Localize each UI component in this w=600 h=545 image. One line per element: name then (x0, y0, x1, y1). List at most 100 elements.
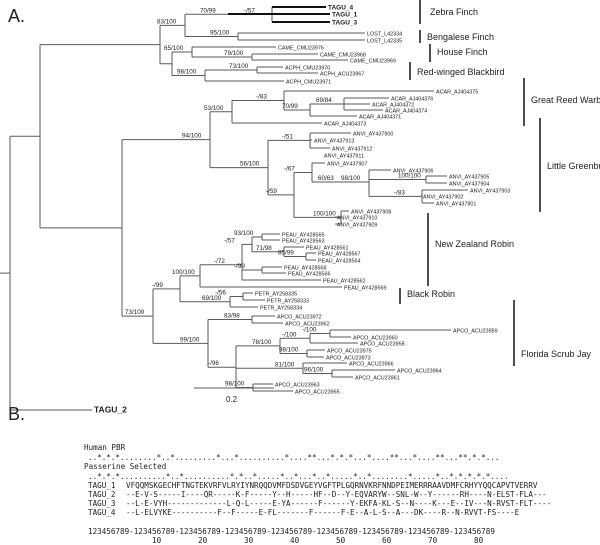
tip-label: APCO_ACU23972 (277, 315, 322, 321)
support-value: -/51 (282, 133, 293, 140)
tip-label: ANVI_AY437900 (353, 132, 393, 138)
tip-label: PEAU_AY428563 (282, 239, 324, 245)
sequence-name: TAGU_2 (88, 490, 116, 499)
support-value: 98/100 (177, 69, 197, 76)
tip-label: PETR_AY258333 (267, 299, 309, 305)
ruler-number: 40 (290, 536, 300, 545)
support-value: 94/100 (182, 133, 202, 140)
sequence-residues: --L-ELVYKE----------F--F-----E-FL-------… (126, 508, 520, 517)
tip-label: ACAR_AJ404372 (372, 103, 414, 109)
support-value: 56/100 (240, 161, 260, 168)
human-pbr-label: Human PBR (84, 443, 126, 452)
support-value: 60/63 (318, 175, 334, 182)
support-value: 83/100 (157, 18, 177, 25)
clade-name: Florida Scrub Jay (521, 349, 592, 359)
support-value: -/99 (234, 263, 245, 270)
support-value: -/59 (266, 188, 277, 195)
tip-label: APCO_ACU23960 (353, 336, 398, 342)
support-value: 100/100 (398, 173, 421, 180)
clade-name: Great Reed Warbler (531, 95, 600, 105)
support-value: 70/99 (200, 7, 216, 14)
tip-label: APCO_ACU23959 (453, 329, 498, 335)
ruler-number: 60 (382, 536, 392, 545)
tip-label: ACAR_AJ404374 (385, 109, 427, 115)
support-value: -/100 (282, 331, 297, 338)
tip-label: ANVI_AY437903 (470, 189, 510, 195)
tip-label: CAME_CMU23969 (350, 59, 396, 65)
tip-label: ANVI_AY437911 (324, 154, 364, 160)
support-value: 69/100 (202, 295, 222, 302)
clade-name: Little Greenbul (547, 161, 600, 171)
support-value: 70/99 (282, 103, 298, 110)
support-value: -/83 (256, 94, 267, 101)
support-value: -/57 (244, 8, 255, 15)
panel-a-label: A. (8, 6, 26, 26)
tip-label: ANVI_AY437909 (337, 223, 377, 229)
clade-name: Red-winged Blackbird (417, 67, 505, 77)
tip-label: PETR_AY258335 (255, 292, 297, 298)
tip-label: PEAU_AY428569 (344, 286, 386, 292)
sequence-name: TAGU_4 (88, 508, 116, 517)
support-value: 73/100 (229, 63, 249, 70)
support-value: -/99 (152, 282, 163, 289)
panel-b-label: B. (8, 404, 26, 424)
tip-label: ANVI_AY437905 (449, 175, 489, 181)
support-value: 73/100 (125, 309, 145, 316)
support-value: 69/84 (316, 97, 332, 104)
tip-label: ACPH_CMU23970 (285, 66, 330, 72)
tip-label: ANVI_AY437901 (436, 202, 476, 208)
support-value: 81/100 (275, 361, 295, 368)
tip-label: LOST_L42334 (367, 32, 402, 38)
clade-name: Black Robin (407, 289, 455, 299)
tip-label: APCO_ACU23965 (295, 390, 340, 396)
tip-label: ANVI_AY437913 (314, 139, 354, 145)
tip-label: ANVI_AY437908 (351, 210, 391, 216)
tip-label: PEAU_AY428567 (318, 252, 360, 258)
support-value: 100/100 (172, 269, 195, 276)
tip-label: PEAU_AY428568 (284, 266, 326, 272)
sequence-name: TAGU_3 (88, 499, 116, 508)
support-value: 65/100 (164, 45, 184, 52)
support-value: 78/100 (252, 339, 272, 346)
tip-label: ANVI_AY437912 (332, 147, 372, 153)
sequence-name: TAGU_1 (88, 481, 116, 490)
tip-label: TAGU_4 (328, 5, 354, 12)
support-value: 83/98 (224, 313, 240, 320)
sequence-residues: --E-V-S-----I----QR-----K-F-----Y--H----… (126, 490, 547, 499)
support-value: 99/100 (180, 336, 200, 343)
tip-label: APCO_ACU23963 (275, 383, 320, 389)
ruler-number: 70 (428, 536, 438, 545)
tip-label: ANVI_AY437910 (337, 216, 377, 222)
tip-label: ACPH_ACU23967 (320, 72, 364, 78)
passerine-selected-label: Passerine Selected (84, 462, 167, 471)
ruler-number: 50 (336, 536, 346, 545)
support-value: -/83 (394, 189, 405, 196)
ruler-number: 20 (198, 536, 208, 545)
tip-label: APCO_ACU23964 (397, 369, 442, 375)
tip-label: ANVI_AY437904 (449, 182, 489, 188)
phylogenetic-tree: -/5770/9995/10083/10079/10065/10073/1009… (0, 0, 600, 415)
tip-label: APCO_ACU23958 (360, 342, 405, 348)
tip-label: TAGU_2 (94, 405, 127, 415)
support-value: 53/100 (204, 105, 224, 112)
tip-label: PEAU_AY428565 (282, 233, 324, 239)
tip-label: PEAU_AY428566 (288, 272, 330, 278)
support-value: 98/100 (341, 175, 361, 182)
support-value: -/67 (284, 165, 295, 172)
sequence-residues: VFQQMSKGECHFTNGTEKVRFVLRYIYNRQQDVMFDSDVG… (126, 481, 538, 490)
tip-label: PEAU_AY428564 (318, 259, 360, 265)
tip-label: ACAR_AJ404373 (324, 122, 366, 128)
tip-label: ACPH_CMU23971 (286, 80, 331, 86)
ruler-number: 80 (474, 536, 484, 545)
tip-label: TAGU_1 (332, 12, 358, 19)
support-value: 98/100 (279, 347, 299, 354)
scale-bar-label: 0.2 (226, 395, 238, 404)
tip-label: APCO_ACU23961 (355, 376, 400, 382)
tip-label: CAME_CMU23968 (320, 53, 366, 59)
support-value: -/100 (302, 327, 317, 334)
tip-label: TAGU_3 (332, 20, 358, 27)
sequence-residues: --L-E-VYH-------------L-Q-L-----E-YA----… (126, 499, 552, 508)
tip-label: ANVI_AY437902 (423, 195, 463, 201)
human-pbr-marks: ..*.*.*........*..*.........*...*.......… (88, 453, 500, 462)
support-value: 79/100 (224, 50, 244, 57)
